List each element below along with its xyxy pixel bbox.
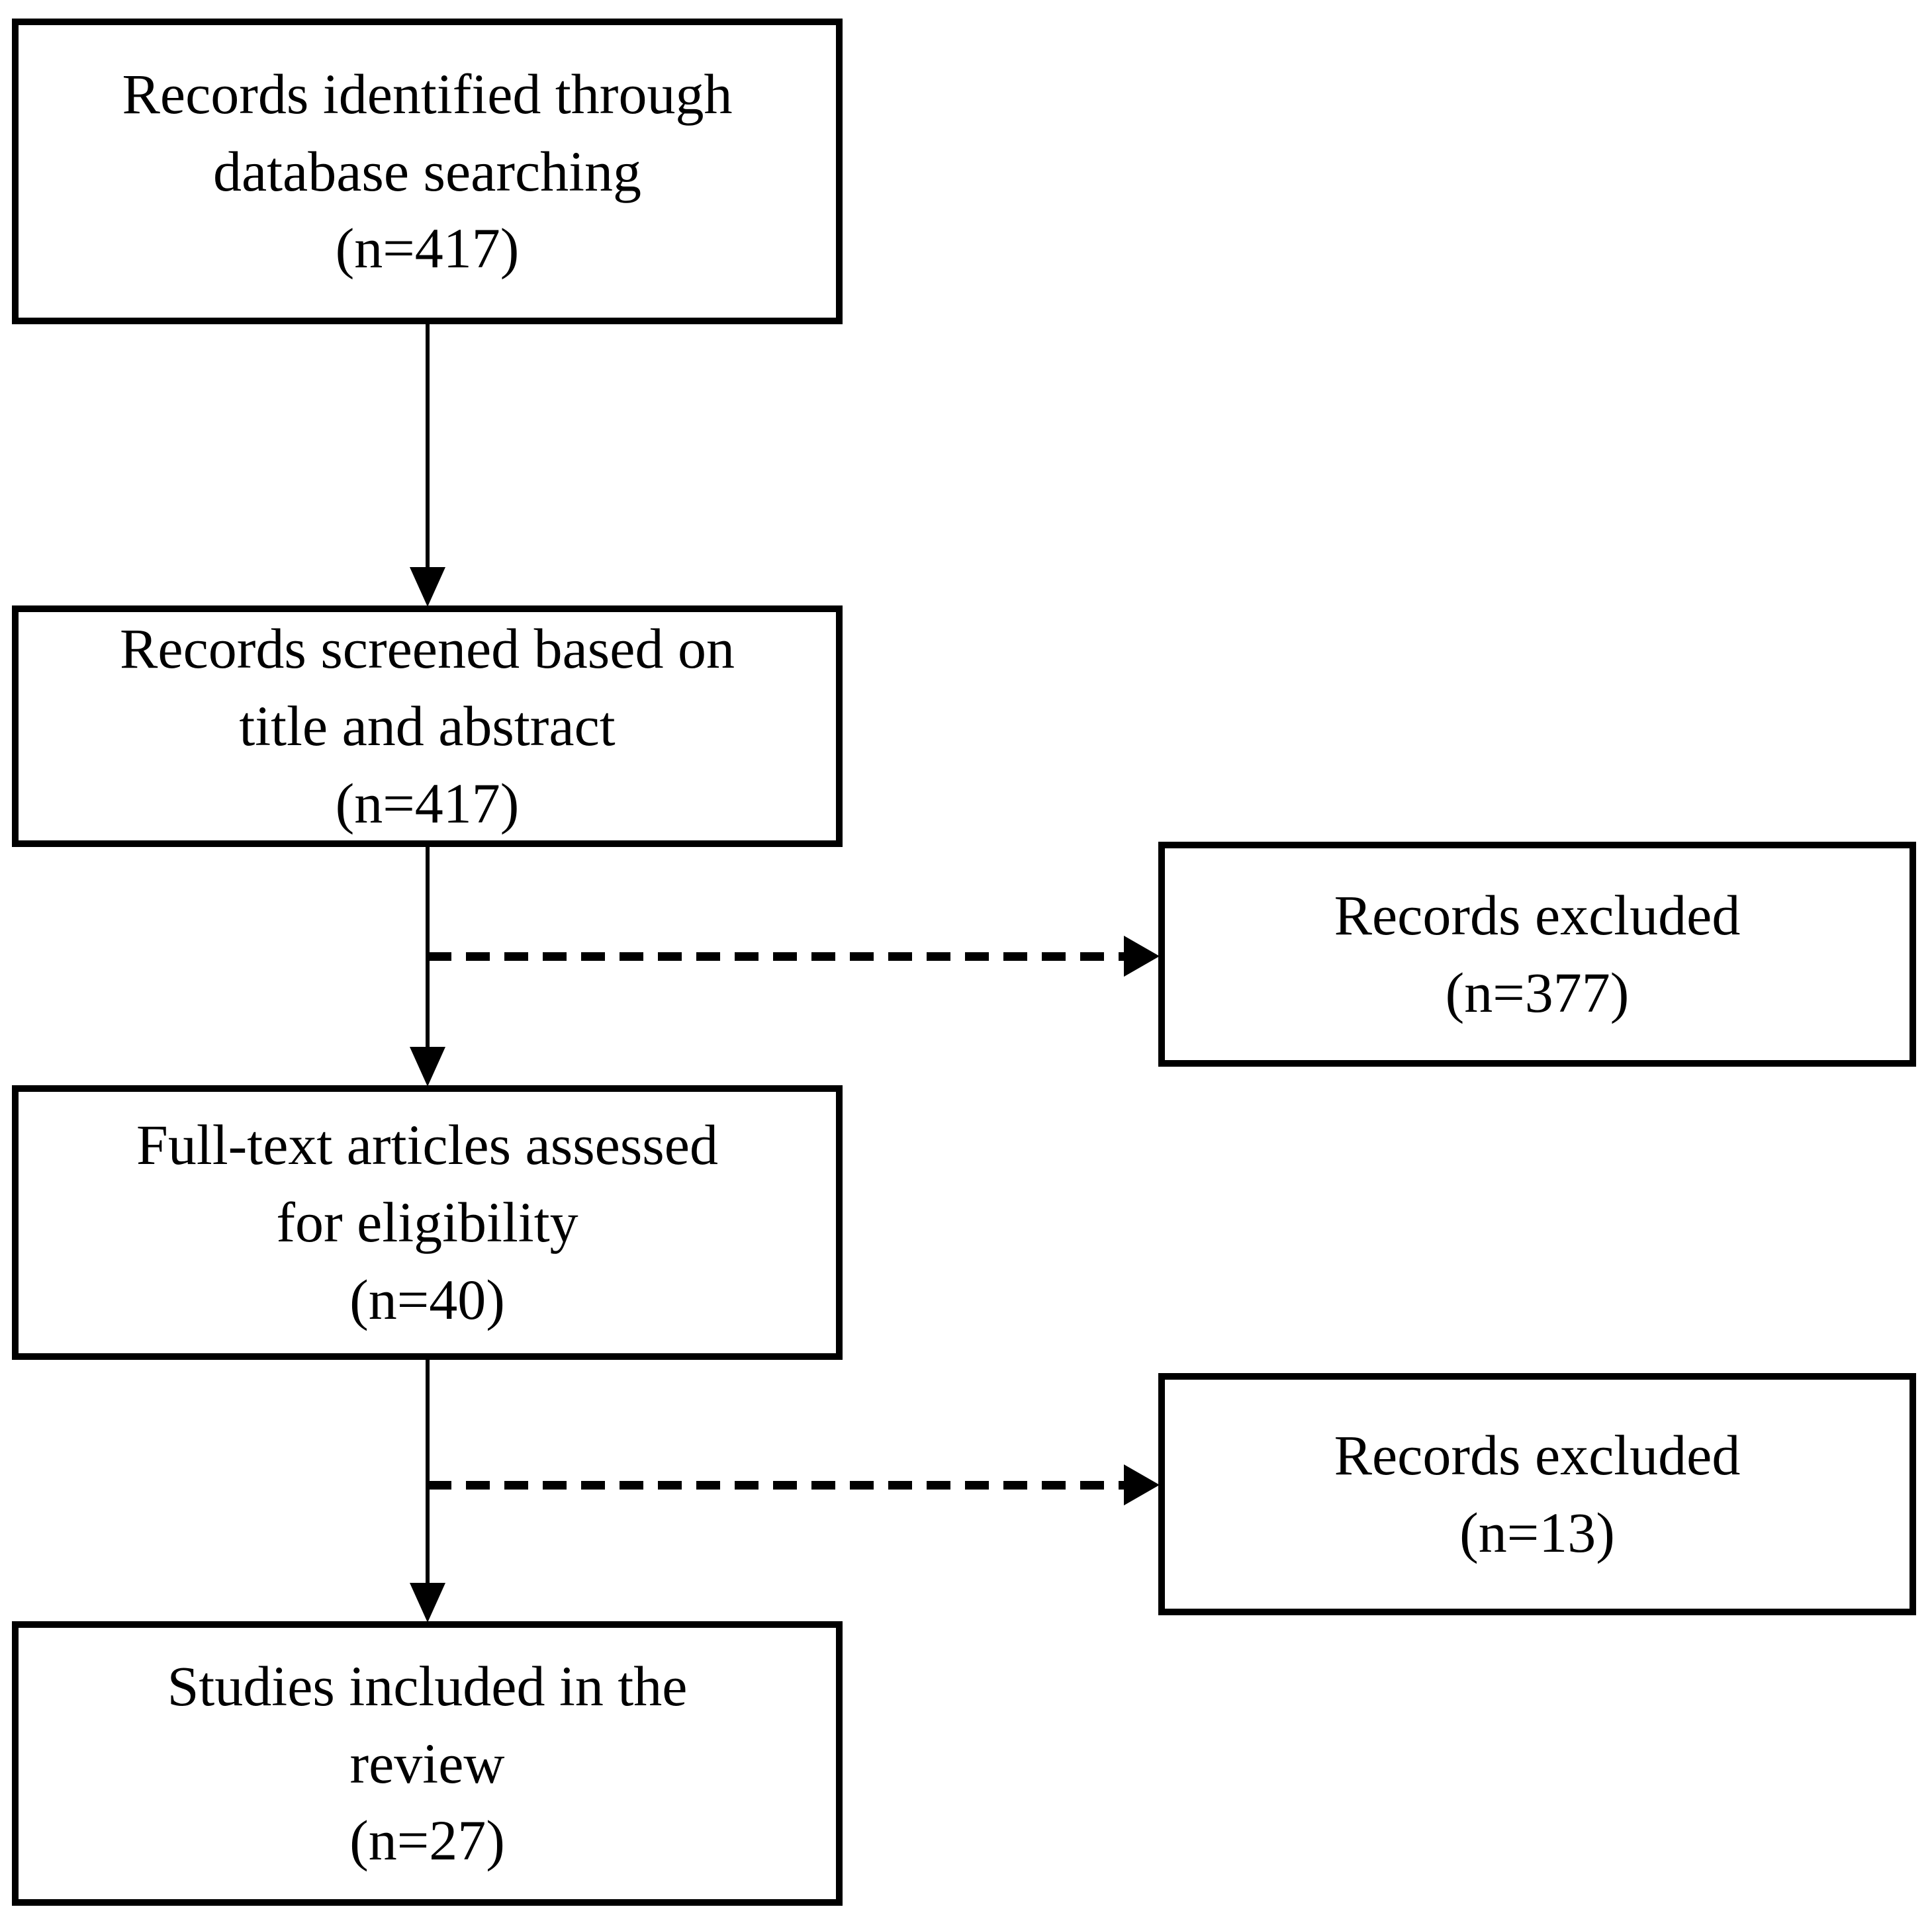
connector-identified-to-screened — [426, 324, 430, 569]
box-count: (n=417) — [335, 216, 520, 281]
box-count: (n=417) — [335, 771, 520, 835]
box-count: (n=377) — [1445, 961, 1630, 1024]
arrowhead-down-icon — [410, 1047, 445, 1087]
box-label: Studies included in the review — [167, 1654, 688, 1795]
flow-box-studies-included: Studies included in the review (n=27) — [12, 1621, 843, 1906]
arrowhead-down-icon — [410, 1583, 445, 1623]
flow-box-records-excluded-screening: Records excluded (n=377) — [1158, 842, 1916, 1067]
box-label: Records identified through database sear… — [122, 62, 733, 203]
connector-screened-to-excluded-dashed — [428, 952, 1127, 961]
flow-box-records-screened: Records screened based on title and abst… — [12, 605, 843, 847]
flow-box-fulltext-assessed: Full-text articles assessed for eligibil… — [12, 1085, 843, 1360]
box-label: Full-text articles assessed for eligibil… — [136, 1113, 718, 1255]
box-label: Records screened based on title and abst… — [120, 617, 735, 758]
connector-screened-to-fulltext — [426, 847, 430, 1049]
arrowhead-right-icon — [1124, 1464, 1160, 1505]
box-count: (n=13) — [1459, 1501, 1615, 1564]
flow-box-records-excluded-fulltext: Records excluded (n=13) — [1158, 1373, 1916, 1615]
box-label: Records excluded — [1334, 1423, 1741, 1488]
box-label: Records excluded — [1334, 883, 1741, 948]
connector-fulltext-to-included — [426, 1360, 430, 1585]
box-count: (n=40) — [349, 1267, 505, 1331]
flow-box-records-identified: Records identified through database sear… — [12, 19, 843, 324]
box-count: (n=27) — [349, 1808, 505, 1873]
connector-fulltext-to-excluded-dashed — [428, 1481, 1127, 1490]
arrowhead-down-icon — [410, 567, 445, 607]
arrowhead-right-icon — [1124, 936, 1160, 977]
